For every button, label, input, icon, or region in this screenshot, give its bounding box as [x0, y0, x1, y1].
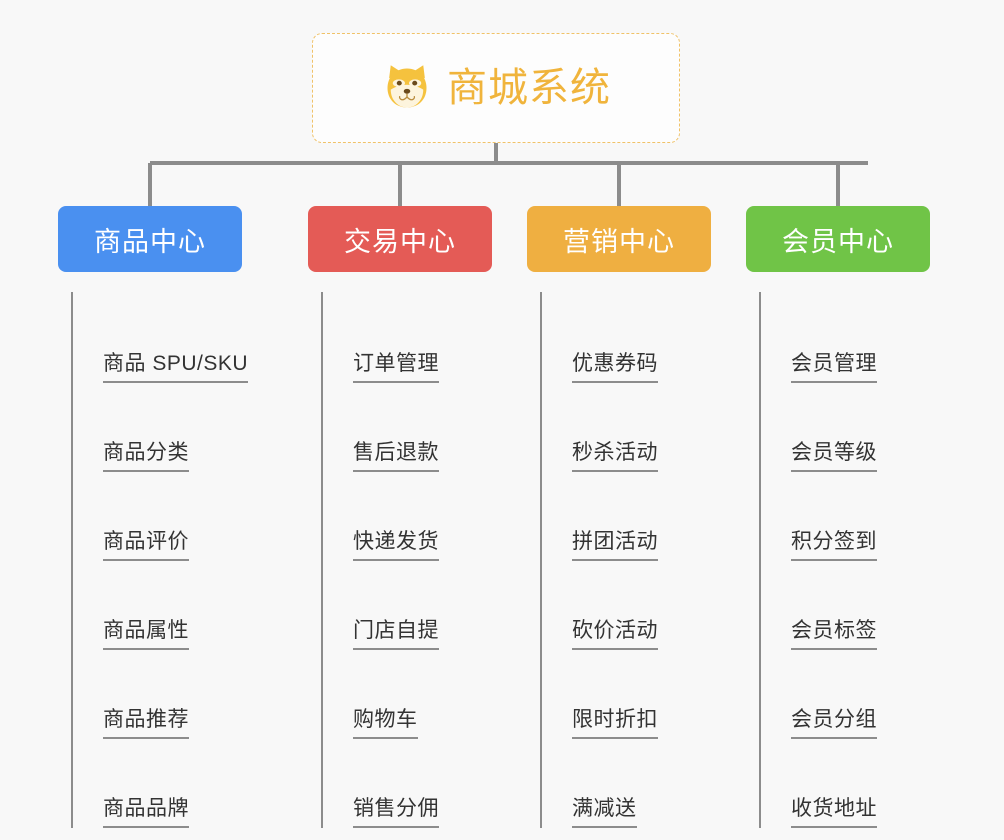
branch-营销中心: 营销中心 优惠券码 秒杀活动 拼团活动 砍价活动 限时折扣 满减送	[527, 206, 711, 828]
leaf-label: 会员等级	[791, 441, 877, 472]
leaf-label: 购物车	[353, 708, 418, 739]
leaf-label: 会员管理	[791, 352, 877, 383]
leaf-label: 砍价活动	[572, 619, 658, 650]
list-item[interactable]: 收货地址	[761, 739, 930, 828]
list-item[interactable]: 会员等级	[761, 383, 930, 472]
list-item[interactable]: 商品品牌	[73, 739, 242, 828]
list-item[interactable]: 秒杀活动	[542, 383, 711, 472]
list-item[interactable]: 售后退款	[323, 383, 492, 472]
category-box-2[interactable]: 营销中心	[527, 206, 711, 272]
leaf-list-2: 优惠券码 秒杀活动 拼团活动 砍价活动 限时折扣 满减送	[540, 292, 711, 828]
leaf-label: 满减送	[572, 797, 637, 828]
leaf-label: 收货地址	[791, 797, 877, 828]
list-item[interactable]: 限时折扣	[542, 650, 711, 739]
category-box-3[interactable]: 会员中心	[746, 206, 930, 272]
leaf-label: 商品评价	[103, 530, 189, 561]
leaf-list-0: 商品 SPU/SKU 商品分类 商品评价 商品属性 商品推荐 商品品牌	[71, 292, 249, 828]
category-label-2: 营销中心	[563, 226, 675, 257]
list-item[interactable]: 商品属性	[73, 561, 242, 650]
leaf-label: 会员分组	[791, 708, 877, 739]
list-item[interactable]: 优惠券码	[542, 294, 711, 383]
leaf-label: 限时折扣	[572, 708, 658, 739]
leaf-label: 售后退款	[353, 441, 439, 472]
leaf-label: 会员标签	[791, 619, 877, 650]
list-item[interactable]: 砍价活动	[542, 561, 711, 650]
leaf-label: 商品属性	[103, 619, 189, 650]
list-item[interactable]: 门店自提	[323, 561, 492, 650]
leaf-label: 商品推荐	[103, 708, 189, 739]
category-label-3: 会员中心	[782, 226, 894, 257]
root-title: 商城系统	[447, 66, 611, 110]
list-item[interactable]: 订单管理	[323, 294, 492, 383]
list-item[interactable]: 会员管理	[761, 294, 930, 383]
leaf-label: 商品品牌	[103, 797, 189, 828]
leaf-label: 优惠券码	[572, 352, 658, 383]
branch-商品中心: 商品中心 商品 SPU/SKU 商品分类 商品评价 商品属性 商品推荐 商品品牌	[58, 206, 249, 828]
leaf-label: 积分签到	[791, 530, 877, 561]
leaf-list-3: 会员管理 会员等级 积分签到 会员标签 会员分组 收货地址	[759, 292, 930, 828]
branch-交易中心: 交易中心 订单管理 售后退款 快递发货 门店自提 购物车 销售分佣	[308, 206, 492, 828]
leaf-label: 销售分佣	[353, 797, 439, 828]
list-item[interactable]: 商品 SPU/SKU	[73, 294, 249, 383]
branch-会员中心: 会员中心 会员管理 会员等级 积分签到 会员标签 会员分组 收货地址	[746, 206, 930, 828]
leaf-label: 商品分类	[103, 441, 189, 472]
list-item[interactable]: 满减送	[542, 739, 711, 828]
leaf-label: 商品 SPU/SKU	[103, 352, 249, 383]
list-item[interactable]: 购物车	[323, 650, 492, 739]
list-item[interactable]: 拼团活动	[542, 472, 711, 561]
leaf-label: 拼团活动	[572, 530, 658, 561]
leaf-label: 订单管理	[353, 352, 439, 383]
category-box-1[interactable]: 交易中心	[308, 206, 492, 272]
leaf-label: 秒杀活动	[572, 441, 658, 472]
list-item[interactable]: 快递发货	[323, 472, 492, 561]
category-label-1: 交易中心	[344, 226, 456, 257]
leaf-label: 门店自提	[353, 619, 439, 650]
list-item[interactable]: 会员分组	[761, 650, 930, 739]
category-label-0: 商品中心	[94, 226, 206, 257]
list-item[interactable]: 销售分佣	[323, 739, 492, 828]
leaf-label: 快递发货	[353, 530, 439, 561]
list-item[interactable]: 商品分类	[73, 383, 242, 472]
list-item[interactable]: 会员标签	[761, 561, 930, 650]
category-box-0[interactable]: 商品中心	[58, 206, 242, 272]
list-item[interactable]: 商品推荐	[73, 650, 242, 739]
list-item[interactable]: 积分签到	[761, 472, 930, 561]
root-node[interactable]: 商城系统	[312, 33, 680, 143]
list-item[interactable]: 商品评价	[73, 472, 242, 561]
shiba-dog-face-icon	[381, 62, 433, 114]
leaf-list-1: 订单管理 售后退款 快递发货 门店自提 购物车 销售分佣	[321, 292, 492, 828]
